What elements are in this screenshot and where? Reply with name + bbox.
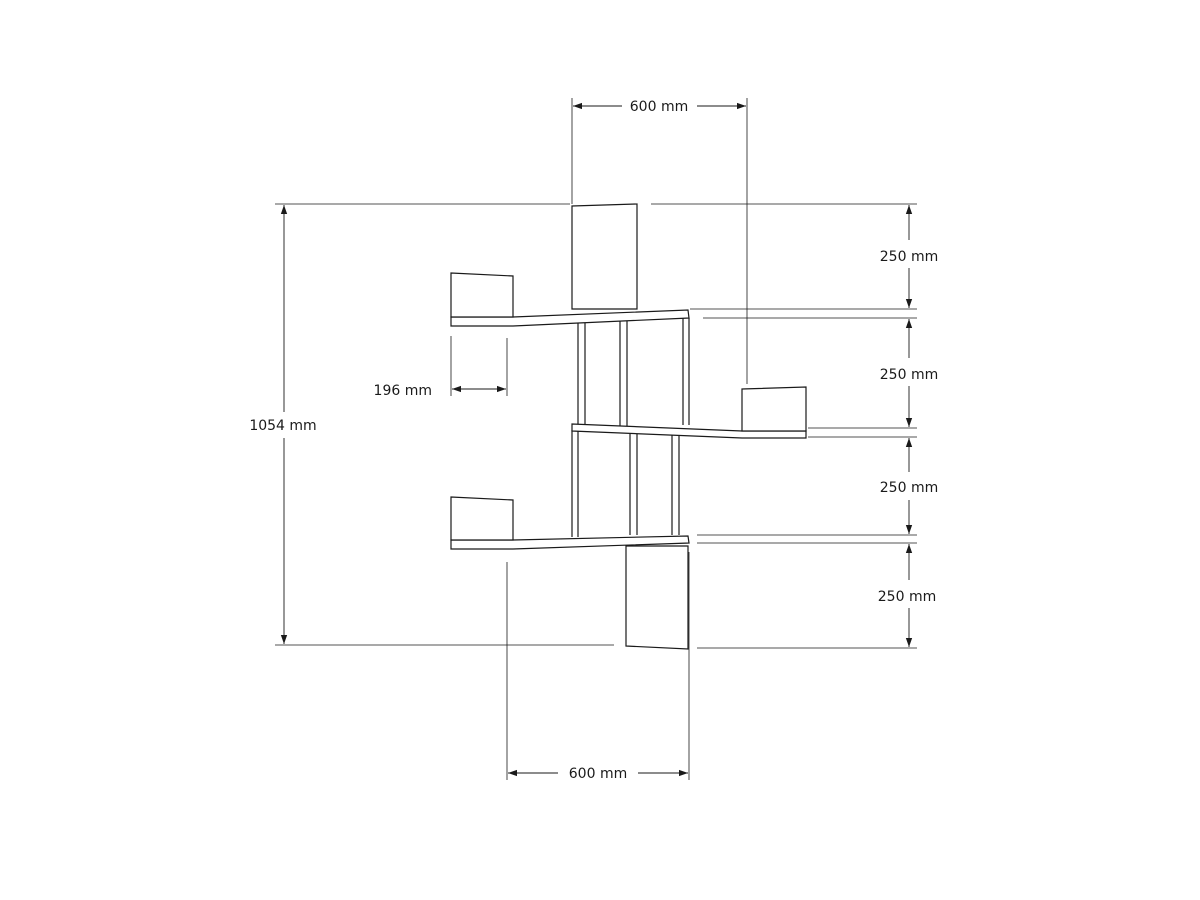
shelf-1-end-panel: [450, 272, 514, 318]
total-height-label: 1054 mm: [249, 418, 316, 434]
bottom-upright-panel: [625, 545, 689, 650]
dimension-top-width: 600 mm: [573, 99, 746, 115]
spacing-label-2: 250 mm: [880, 367, 938, 383]
shelf-2-end-panel: [741, 386, 807, 432]
dimension-total-height: 1054 mm: [249, 205, 317, 644]
upper-uprights: [577, 318, 690, 427]
shelf-depth-label: 196 mm: [374, 383, 432, 399]
lower-uprights: [571, 430, 680, 537]
top-upright-panel: [571, 203, 638, 310]
dimension-spacing: 250 mm 250 mm 250 mm 250 mm: [878, 205, 938, 647]
spacing-label-1: 250 mm: [880, 249, 938, 265]
dimension-shelf-depth: 196 mm: [374, 383, 506, 399]
spacing-label-4: 250 mm: [878, 589, 936, 605]
dimension-bottom-width: 600 mm: [508, 766, 688, 782]
shelf-unit: [450, 203, 807, 650]
top-width-label: 600 mm: [630, 99, 688, 115]
shelf-1: [450, 272, 690, 327]
extension-lines: [275, 98, 917, 780]
shelf-2: [571, 386, 807, 439]
shelf-3-end-panel: [450, 496, 514, 541]
shelf-3: [450, 496, 690, 550]
bottom-width-label: 600 mm: [569, 766, 627, 782]
spacing-label-3: 250 mm: [880, 480, 938, 496]
